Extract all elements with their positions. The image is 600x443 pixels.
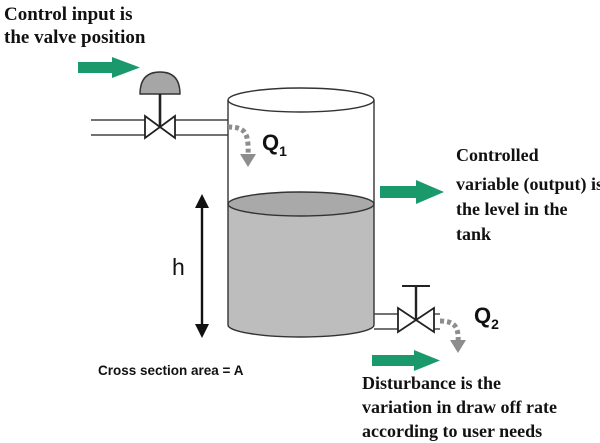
disturbance-line1: Disturbance is the — [362, 373, 501, 393]
outlet-valve-body-right-icon — [414, 306, 435, 334]
control-input-line2: the valve position — [4, 27, 146, 48]
controlled-variable-arrow — [380, 180, 444, 204]
valve-body-right-icon — [158, 114, 176, 140]
controlled-arrow-shaft — [380, 186, 416, 198]
disturbance-arrow-head — [414, 350, 440, 371]
tank-bottom — [227, 324, 375, 338]
controlled-variable-line1: Controlled — [456, 145, 539, 165]
controlled-arrow-head — [416, 180, 444, 204]
disturbance-line2: variation in draw off rate — [362, 397, 557, 417]
outlet-valve — [397, 285, 435, 334]
control-arrow-head — [112, 57, 140, 78]
disturbance-arrow — [372, 350, 440, 371]
outlet-pipe — [374, 313, 440, 330]
inlet-pipe — [91, 119, 228, 136]
controlled-variable-line2: variable (output) is — [456, 174, 600, 195]
outflow-q2-arrow — [439, 318, 466, 353]
outlet-valve-body-left-icon — [397, 306, 418, 334]
control-input-line1: Control input is — [4, 4, 132, 25]
control-arrow-shaft — [78, 62, 112, 73]
tank — [227, 87, 375, 338]
q1-label: Q1 — [262, 130, 287, 159]
disturbance-line3: according to user needs — [362, 421, 542, 441]
valve-body-left-icon — [144, 114, 162, 140]
disturbance-arrow-shaft — [372, 355, 414, 366]
height-arrow — [195, 194, 209, 338]
tank-top-rim — [227, 87, 375, 113]
tank-liquid — [228, 204, 374, 337]
inflow-q1-arrow — [227, 124, 256, 167]
height-label: h — [172, 254, 185, 280]
inlet-control-valve — [139, 71, 181, 140]
valve-actuator-icon — [139, 71, 181, 95]
cross-section-label: Cross section area = A — [98, 363, 244, 378]
liquid-surface — [227, 191, 375, 217]
controlled-variable-line3: the level in the — [456, 199, 567, 219]
control-input-arrow — [78, 57, 140, 78]
controlled-variable-line4: tank — [456, 224, 491, 244]
q2-label: Q2 — [474, 303, 499, 332]
